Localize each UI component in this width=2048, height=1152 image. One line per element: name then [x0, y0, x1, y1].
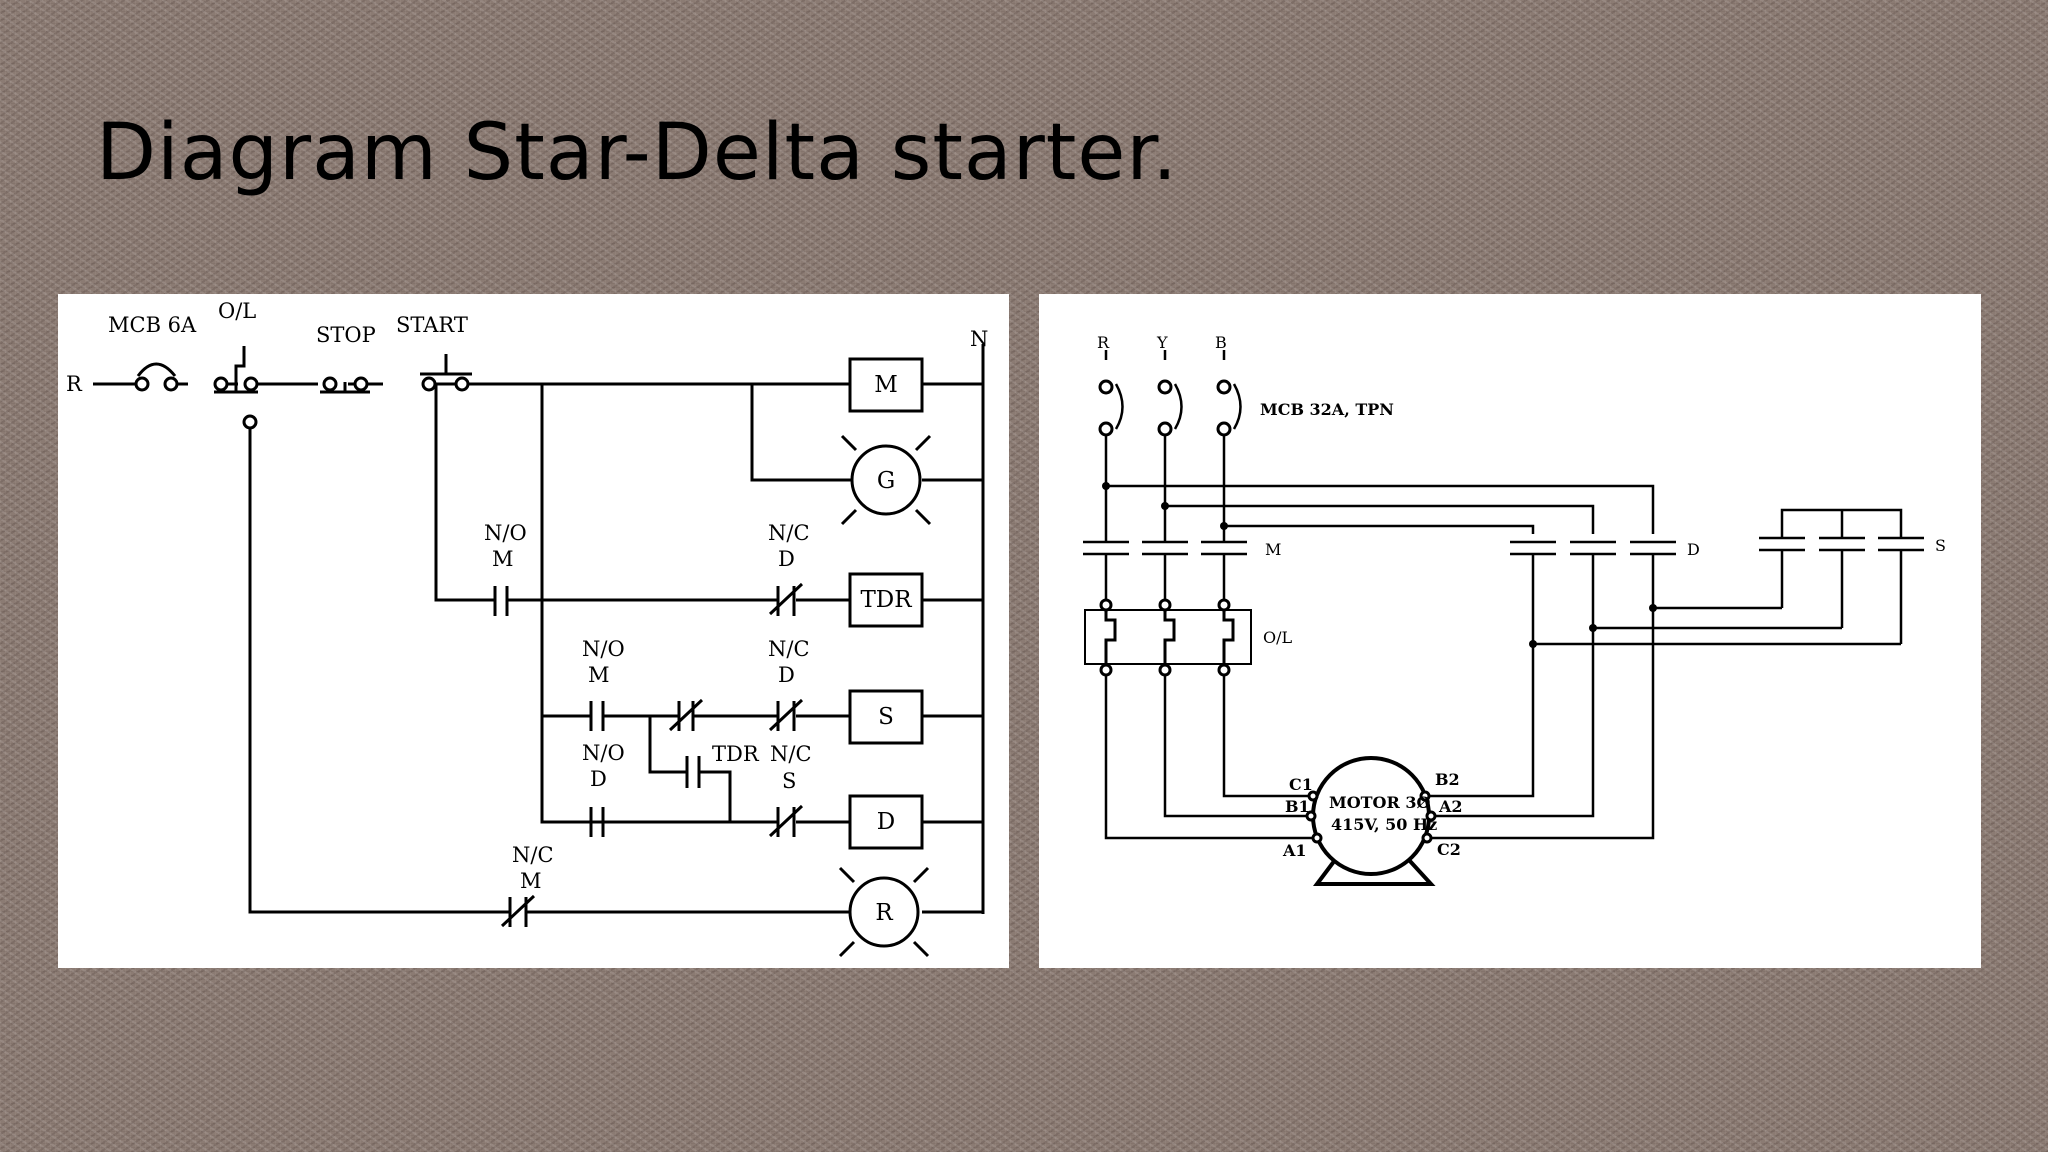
phase-y-label: Y: [1156, 333, 1168, 352]
rung5-no-d-label: D: [590, 767, 607, 791]
coil-tdr: [848, 572, 924, 628]
terminal-c1-label: C1: [1289, 775, 1313, 794]
coil-d: [848, 794, 924, 850]
overload-relay: [1084, 598, 1252, 677]
mcb-32a-label: MCB 32A, TPN: [1260, 400, 1394, 419]
mcb-6a-label: MCB 6A: [108, 313, 197, 337]
terminal-b1-label: B1: [1285, 797, 1310, 816]
terminal-b2-label: B2: [1435, 770, 1460, 789]
lamp-g: [840, 434, 932, 526]
rung3-nc-label: N/C: [768, 521, 810, 545]
slide-title: Diagram Star-Delta starter.: [96, 108, 1179, 198]
coil-m-label: M: [874, 372, 898, 398]
tdr-contact-label: TDR: [712, 742, 760, 766]
rung5-nc-label: N/C: [770, 742, 812, 766]
rung3-nc-d-label: D: [778, 547, 795, 571]
rung4-nc-d-label: D: [778, 663, 795, 687]
coil-s: [848, 689, 924, 745]
rung6-nc-label: N/C: [512, 843, 554, 867]
coil-s-label: S: [878, 704, 894, 730]
coil-tdr-label: TDR: [860, 587, 912, 613]
terminal-c2-label: C2: [1437, 840, 1461, 859]
rung4-no-m-label: M: [588, 663, 610, 687]
phase-b-label: B: [1215, 333, 1227, 352]
coil-m: [848, 357, 924, 413]
overload-label: O/L: [218, 299, 256, 323]
phase-r-label: R: [1097, 333, 1110, 352]
lamp-r-label: R: [875, 900, 893, 926]
contactor-d-label: D: [1687, 540, 1700, 559]
rung4-no-label: N/O: [582, 637, 625, 661]
supply-r-label: R: [66, 372, 83, 396]
motor-label-line2: 415V, 50 Hz: [1331, 815, 1437, 834]
mcb-6a: [134, 362, 179, 392]
power-circuit-diagram: R Y B MCB 32A, TPN M D S: [1039, 294, 1981, 968]
stop-button: [320, 376, 370, 394]
mcb-32a-tpn: [1098, 350, 1242, 437]
stop-label: STOP: [316, 323, 376, 347]
rung4-nc-label: N/C: [768, 637, 810, 661]
supply-n-label: N: [970, 327, 988, 351]
terminal-a2-label: A2: [1438, 797, 1463, 816]
contactor-s: [1759, 508, 1924, 644]
rung3-no-m-label: M: [492, 547, 514, 571]
motor-3-phase: [1305, 756, 1437, 886]
terminal-a1-label: A1: [1282, 841, 1307, 860]
rung5-no-label: N/O: [582, 741, 625, 765]
start-label: START: [396, 313, 468, 337]
contactor-s-label: S: [1935, 536, 1946, 555]
overload-contact: [213, 346, 259, 430]
contactor-m: [1083, 534, 1247, 599]
motor-label-line1: MOTOR 3Ø: [1329, 793, 1430, 812]
rung6-nc-m-label: M: [520, 869, 542, 893]
lamp-g-label: G: [877, 468, 895, 494]
overload-relay-label: O/L: [1263, 628, 1293, 647]
control-circuit-diagram: R N MCB 6A O/L STOP START M G: [58, 294, 1009, 968]
rung5-nc-s-label: S: [782, 769, 796, 793]
coil-d-label: D: [877, 809, 895, 835]
lamp-r: [838, 866, 930, 958]
rung3-no-label: N/O: [484, 521, 527, 545]
contactor-d: [1510, 540, 1676, 644]
contactor-m-label: M: [1265, 540, 1281, 559]
